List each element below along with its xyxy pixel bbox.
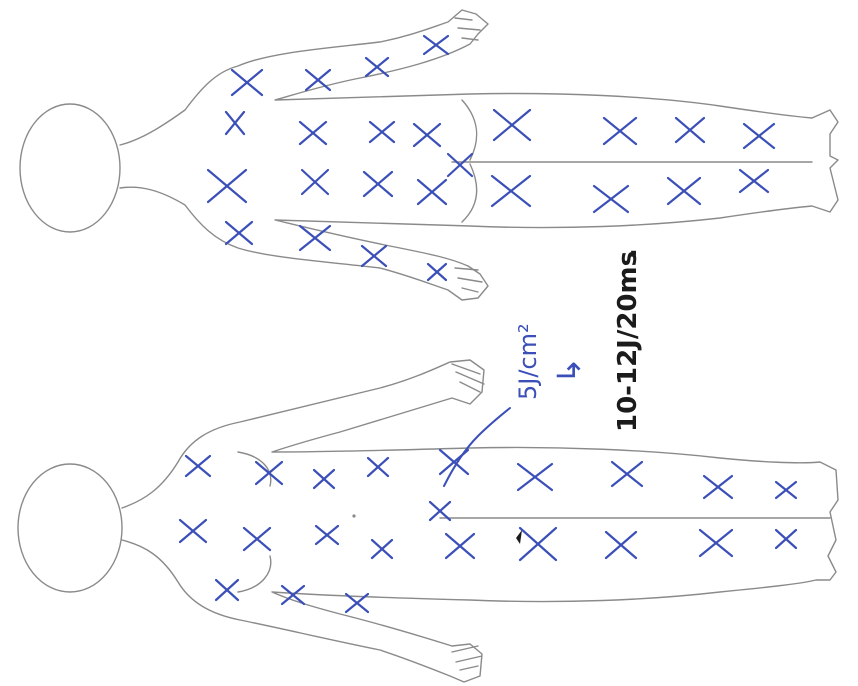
treatment-mark [282,586,304,604]
front-view-fingers-top [452,364,484,392]
treatment-mark [606,532,636,558]
annotations: 5J/cm² ↳ 10-12J/20ms . [444,248,643,486]
treatment-mark [424,36,448,54]
back-view-figure [20,10,838,300]
settings-label: 10-12J/20ms [613,251,643,432]
treatment-mark [612,462,642,486]
treatment-mark [302,170,328,194]
treatment-mark [370,122,394,142]
ink-dot [516,530,522,544]
front-view-figure [18,360,838,682]
front-view-head [18,464,122,592]
treatment-mark [300,122,326,144]
arrow-icon: ↳ [550,357,588,384]
back-view-silhouette [120,10,838,300]
treatment-mark [364,172,392,196]
settings-period: . [613,248,643,258]
treatment-mark [226,112,244,134]
treatment-mark [244,528,270,550]
treatment-mark [418,180,446,204]
treatment-mark [316,526,338,544]
treatment-mark [776,482,796,498]
treatment-mark [668,178,700,204]
treatment-mark [676,118,704,142]
treatment-mark [518,464,552,490]
treatment-mark [180,520,206,542]
front-view-chest-line [238,452,271,592]
treatment-mark [744,124,774,148]
treatment-mark [314,470,334,488]
treatment-mark [448,154,472,176]
treatment-mark [306,70,330,90]
front-view-navel [352,514,355,517]
treatment-mark [428,264,446,280]
treatment-mark [776,530,796,548]
treatment-mark [594,186,628,212]
treatment-mark [604,118,636,144]
treatment-mark [366,58,388,76]
treatment-mark [186,456,210,476]
treatment-mark [232,70,262,95]
treatment-mark [704,476,732,498]
treatment-mark [368,458,388,476]
front-view-silhouette [122,360,838,682]
front-view-treatment-marks [180,450,796,612]
treatment-mark [362,246,386,266]
treatment-mark [740,170,768,192]
treatment-mark [520,528,556,560]
treatment-mark [494,110,530,140]
treatment-mark [256,462,282,484]
treatment-mark [372,540,392,558]
treatment-mark [492,176,530,206]
treatment-mark [226,222,252,244]
treatment-mark [700,530,732,556]
treatment-mark [216,580,238,600]
treatment-mark [414,124,440,146]
treatment-mark [208,170,246,202]
treatment-mark [446,534,474,558]
back-view-head [20,104,120,232]
fluence-label: 5J/cm² [514,323,542,400]
back-view-hand-bottom [455,268,482,292]
back-view-treatment-marks [208,36,774,280]
